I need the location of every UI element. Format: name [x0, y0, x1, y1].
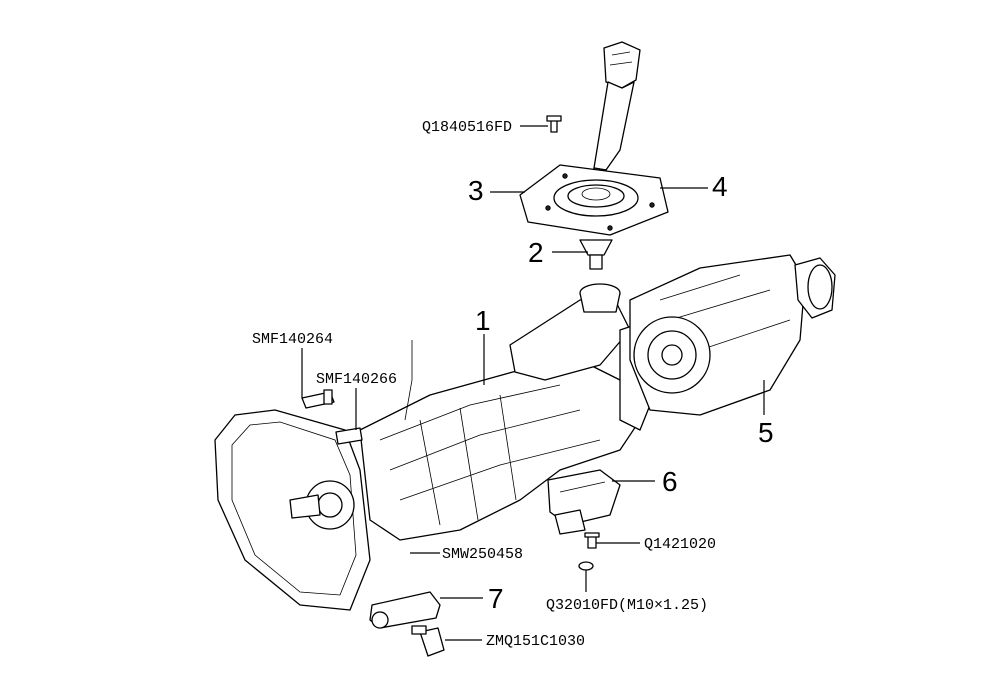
transfer-case: [629, 254, 836, 416]
label-part-1: 1: [475, 305, 491, 336]
label-smf140264: SMF140264: [252, 331, 333, 348]
transmission-mount: [547, 469, 621, 535]
bolt-smf140266: [335, 427, 363, 445]
slave-cylinder: [369, 591, 441, 629]
label-smw250458: SMW250458: [442, 546, 523, 563]
label-part-2: 2: [528, 237, 544, 268]
label-part-6: 6: [662, 466, 678, 497]
label-q1421020: Q1421020: [644, 536, 716, 553]
bolt-smf140264: [301, 389, 335, 409]
shift-boot-plate: [519, 164, 669, 236]
shift-pivot: [579, 239, 613, 270]
fastener-q32010fd: [578, 561, 594, 571]
label-part-5: 5: [758, 417, 774, 448]
label-part-3: 3: [468, 175, 484, 206]
fastener-q1421020: [584, 532, 600, 549]
label-q1840516fd: Q1840516FD: [422, 119, 512, 136]
label-part-4: 4: [712, 171, 728, 202]
label-part-7: 7: [488, 583, 504, 614]
label-q32010fd: Q32010FD(M10×1.25): [546, 597, 708, 614]
bolt-q1840516fd: [546, 115, 562, 133]
shift-lever: [589, 41, 641, 191]
label-zmq151c1030: ZMQ151C1030: [486, 633, 585, 650]
label-smf140266: SMF140266: [316, 371, 397, 388]
bolt-zmq151c1030: [411, 625, 445, 657]
sensor-wire: [404, 340, 413, 421]
leader-lines: [301, 125, 765, 641]
